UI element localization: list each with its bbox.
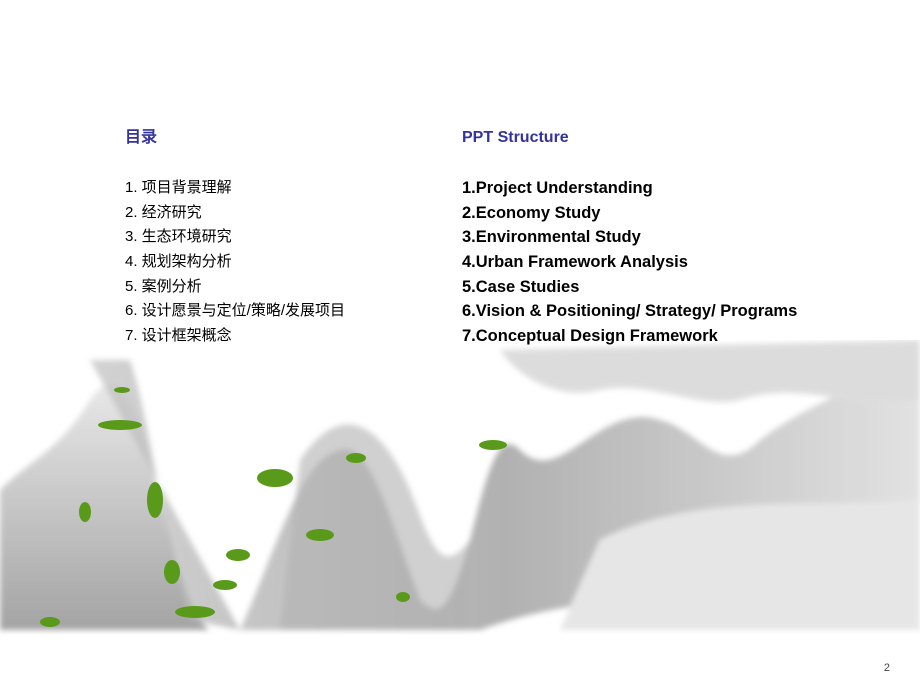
toc-item: 2.Economy Study [462, 203, 601, 222]
toc-chinese: 目录 1. 项目背景理解 2. 经济研究 3. 生态环境研究 4. 规划架构分析… [125, 128, 345, 349]
landscape-background-image [0, 340, 920, 630]
toc-item: 5.Case Studies [462, 277, 580, 296]
toc-item: 1. 项目背景理解 [125, 179, 232, 196]
toc-item: 2. 经济研究 [125, 203, 202, 221]
toc-chinese-title: 目录 [125, 129, 158, 146]
toc-item: 3.Environmental Study [462, 228, 641, 247]
toc-item: 6.Vision & Positioning/ Strategy/ Progra… [462, 302, 798, 321]
toc-item: 7. 设计框架概念 [125, 327, 232, 345]
toc-item: 4. 规划架构分析 [125, 253, 232, 271]
toc-item: 4.Urban Framework Analysis [462, 253, 688, 272]
toc-english: PPT Structure 1.Project Understanding 2.… [462, 128, 797, 349]
toc-item: 6. 设计愿景与定位/策略/发展项目 [125, 302, 346, 320]
toc-item: 3. 生态环境研究 [125, 228, 232, 246]
toc-item: 1.Project Understanding [462, 179, 653, 197]
toc-item: 7.Conceptual Design Framework [462, 327, 718, 346]
toc-english-title: PPT Structure [462, 129, 569, 146]
page-number: 2 [883, 662, 890, 674]
green-patches [40, 387, 507, 627]
toc-item: 5. 案例分析 [125, 277, 202, 295]
